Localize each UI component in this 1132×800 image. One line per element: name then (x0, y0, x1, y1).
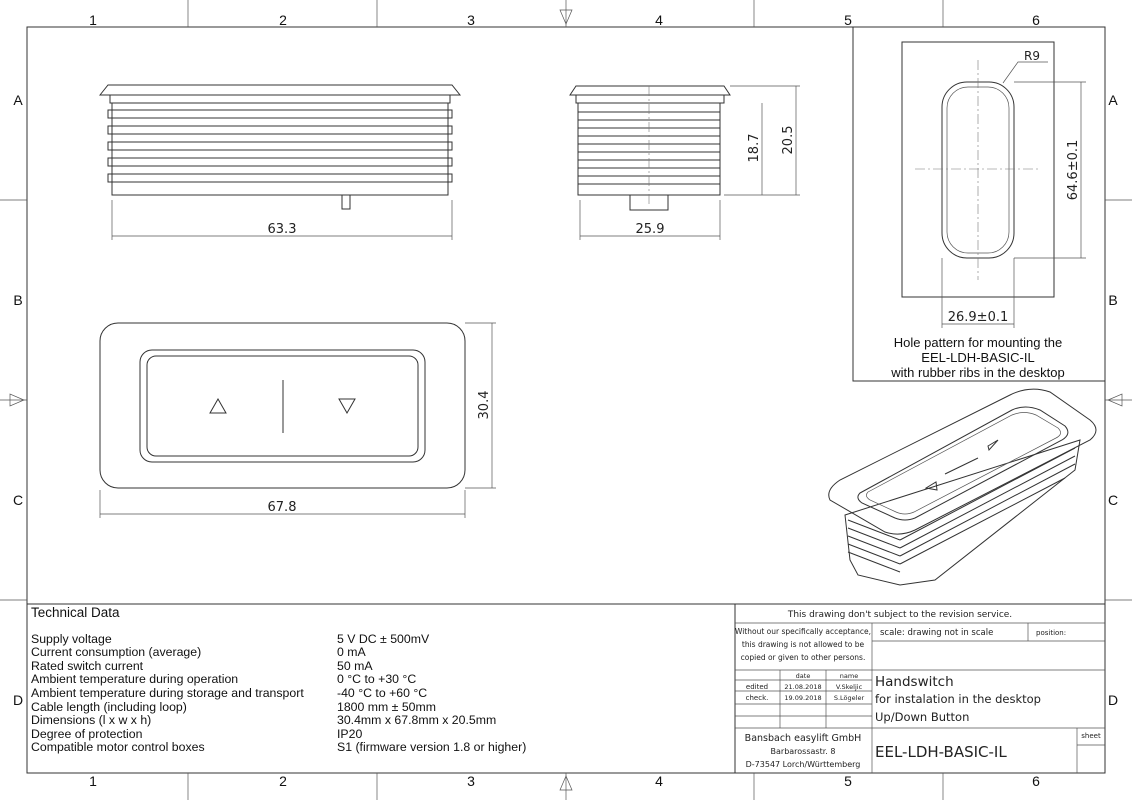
technical-data-label: Dimensions (l x w x h) (31, 713, 152, 728)
technical-data-label: Supply voltage (31, 631, 112, 646)
column-label: 4 (655, 773, 663, 789)
technical-data-value: 0 mA (337, 645, 366, 660)
column-label: 3 (467, 12, 475, 28)
technical-data-label: Ambient temperature during operation (31, 672, 239, 687)
column-label: 2 (279, 12, 287, 28)
hole-caption: EEL-LDH-BASIC-IL (921, 350, 1034, 365)
column-label: 5 (844, 12, 852, 28)
row-label: B (1108, 292, 1117, 308)
row-label: D (1108, 692, 1118, 708)
row-label: D (13, 692, 23, 708)
technical-data-value: 30.4mm x 67.8mm x 20.5mm (337, 713, 497, 728)
radius-label: R9 (1024, 49, 1040, 63)
technical-data-label: Cable length (including loop) (31, 699, 187, 714)
down-arrow-icon (338, 398, 356, 415)
technical-data-value: 50 mA (337, 658, 373, 673)
dimension-side-height-total: 20.5 (781, 126, 796, 155)
row-label: C (13, 492, 23, 508)
technical-data-row: Supply voltage 5 V DC ± 500mV (31, 631, 731, 647)
technical-data-label: Degree of protection (31, 726, 143, 741)
row-label: A (13, 92, 23, 108)
front-view: 30.4 67.8 (99, 322, 496, 518)
technical-data: Technical Data Supply voltage 5 V DC ± 50… (31, 606, 731, 755)
technical-data-row: Ambient temperature during storage and t… (31, 685, 731, 701)
dimension-side-height-inner: 18.7 (747, 134, 762, 163)
column-label: 1 (89, 773, 97, 789)
hole-caption: with rubber ribs in the desktop (890, 365, 1064, 380)
technical-data-value: -40 °C to +60 °C (337, 685, 428, 700)
technical-data-label: Compatible motor control boxes (31, 740, 205, 755)
technical-data-title: Technical Data (31, 605, 120, 620)
technical-data-row: Ambient temperature during operation 0 °C… (31, 673, 731, 687)
hole-caption: Hole pattern for mounting the (894, 335, 1062, 350)
dimension-front-width: 67.8 (268, 500, 297, 515)
hole-pattern: R9 64.6±0.1 26.9±0.1 Hole pattern for mo… (852, 27, 1105, 382)
technical-data-value: 1800 mm ± 50mm (337, 699, 437, 714)
technical-data-label: Ambient temperature during storage and t… (31, 685, 304, 700)
technical-data-label: Current consumption (average) (31, 645, 202, 660)
dimension-top-width: 63.3 (268, 222, 297, 237)
column-label: 4 (655, 12, 663, 28)
column-label: 6 (1032, 12, 1040, 28)
technical-data-value: IP20 (337, 726, 363, 741)
row-label: C (1108, 492, 1118, 508)
technical-data-row: Rated switch current 50 mA (31, 658, 731, 674)
up-arrow-icon (209, 397, 227, 414)
column-label: 5 (844, 773, 852, 789)
dimension-side-width: 25.9 (636, 222, 665, 237)
technical-data-row: Compatible motor control boxes S1 (firmwa… (31, 741, 731, 755)
technical-data-label: Rated switch current (31, 658, 144, 673)
column-label: 3 (467, 773, 475, 789)
technical-data-row: Degree of protection IP20 (31, 726, 731, 742)
dimension-hole-height: 64.6±0.1 (1066, 140, 1081, 201)
column-label: 1 (89, 12, 97, 28)
technical-data-value: S1 (firmware version 1.8 or higher) (337, 740, 527, 755)
row-label: B (13, 292, 22, 308)
technical-data-row: Dimensions (l x w x h) 30.4mm x 67.8mm x … (31, 714, 731, 728)
column-label: 2 (279, 773, 287, 789)
isometric-view (828, 388, 1097, 586)
technical-data-value: 5 V DC ± 500mV (337, 631, 430, 646)
row-label: A (1108, 92, 1118, 108)
top-view: 63.3 (98, 84, 462, 240)
technical-data-row: Cable length (including loop) 1800 mm ± 5… (31, 699, 731, 715)
technical-data-row: Current consumption (average) 0 mA (31, 646, 731, 660)
technical-data-value: 0 °C to +30 °C (337, 672, 417, 687)
dimension-front-height: 30.4 (477, 391, 492, 420)
column-label: 6 (1032, 773, 1040, 789)
side-view: 25.9 18.7 20.5 (569, 85, 800, 240)
dimension-hole-width: 26.9±0.1 (948, 310, 1009, 325)
